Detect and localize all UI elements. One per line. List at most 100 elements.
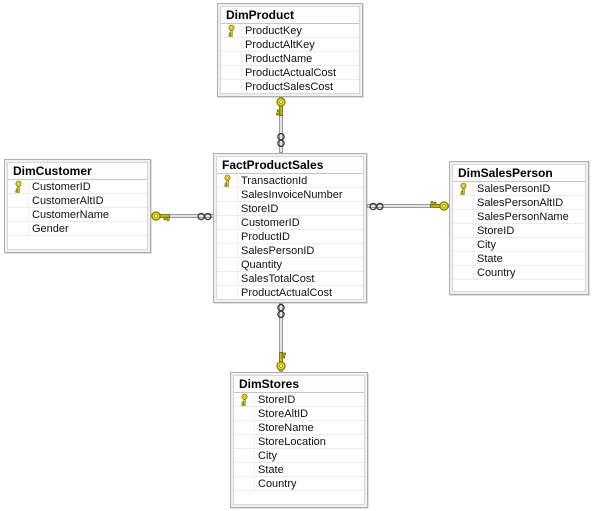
column-name: SalesPersonName: [477, 210, 569, 223]
column-name: Quantity: [241, 258, 282, 271]
column-name: ProductAltKey: [245, 38, 315, 51]
column-row[interactable]: StoreAltID: [234, 407, 364, 421]
key-column-spacer: [453, 238, 474, 251]
column-name: CustomerAltID: [32, 194, 104, 207]
table-factproductsales[interactable]: FactProductSales TransactionId SalesInvo…: [213, 153, 367, 303]
column-name: CustomerID: [241, 216, 300, 229]
column-name: ProductID: [241, 230, 290, 243]
column-name: State: [258, 463, 284, 476]
column-row[interactable]: TransactionId: [217, 174, 363, 188]
column-row[interactable]: StoreID: [217, 202, 363, 216]
column-row[interactable]: ProductName: [221, 52, 359, 66]
key-column-spacer: [217, 286, 238, 299]
table-dimproduct[interactable]: DimProduct ProductKey ProductAltKey Prod…: [217, 3, 363, 97]
column-name: ProductName: [245, 52, 313, 65]
table-title[interactable]: DimStores: [234, 376, 364, 393]
key-column-spacer: [453, 224, 474, 237]
key-column-spacer: [8, 222, 29, 235]
column-row[interactable]: SalesInvoiceNumber: [217, 188, 363, 202]
column-name: City: [258, 449, 277, 462]
column-name: StoreID: [477, 224, 515, 237]
column-row[interactable]: ProductActualCost: [221, 66, 359, 80]
column-row[interactable]: StoreName: [234, 421, 364, 435]
many-side-infinity-icon: [277, 132, 286, 150]
key-column-spacer: [221, 80, 242, 93]
column-row[interactable]: CustomerName: [8, 208, 147, 222]
column-row[interactable]: ProductKey: [221, 24, 359, 38]
column-name: StoreLocation: [258, 435, 326, 448]
column-row[interactable]: CustomerID: [8, 180, 147, 194]
column-name: StoreName: [258, 421, 314, 434]
key-column-spacer: [217, 244, 238, 257]
primary-key-icon: [234, 393, 255, 406]
column-row[interactable]: StoreID: [453, 224, 585, 238]
relationship-dimstores-factproductsales[interactable]: [279, 303, 283, 372]
key-column-spacer: [221, 52, 242, 65]
column-row[interactable]: City: [453, 238, 585, 252]
table-body: DimProduct ProductKey ProductAltKey Prod…: [220, 6, 360, 94]
primary-key-icon: [217, 174, 238, 187]
table-title[interactable]: DimCustomer: [8, 163, 147, 180]
key-column-spacer: [234, 463, 255, 476]
key-column-spacer: [234, 477, 255, 490]
column-name: CustomerName: [32, 208, 110, 221]
column-row[interactable]: Country: [234, 477, 364, 491]
table-title[interactable]: DimProduct: [221, 7, 359, 24]
column-name: Country: [258, 477, 297, 490]
key-column-spacer: [234, 421, 255, 434]
column-name: TransactionId: [241, 174, 308, 187]
column-row[interactable]: SalesPersonName: [453, 210, 585, 224]
column-row[interactable]: SalesPersonID: [217, 244, 363, 258]
column-row[interactable]: ProductActualCost: [217, 286, 363, 299]
column-row[interactable]: StoreLocation: [234, 435, 364, 449]
column-name: ProductActualCost: [245, 66, 337, 79]
table-dimstores[interactable]: DimStores StoreID StoreAltID StoreName S…: [230, 372, 368, 508]
column-row[interactable]: Quantity: [217, 258, 363, 272]
column-name: City: [477, 238, 496, 251]
column-name: StoreID: [241, 202, 279, 215]
column-row[interactable]: ProductAltKey: [221, 38, 359, 52]
many-side-infinity-icon: [196, 212, 214, 221]
table-title[interactable]: FactProductSales: [217, 157, 363, 174]
column-row[interactable]: SalesPersonID: [453, 182, 585, 196]
column-name: Country: [477, 266, 516, 279]
column-name: Gender: [32, 222, 69, 235]
key-column-spacer: [234, 407, 255, 420]
column-name: StoreAltID: [258, 407, 309, 420]
column-row[interactable]: SalesTotalCost: [217, 272, 363, 286]
table-body: FactProductSales TransactionId SalesInvo…: [216, 156, 364, 300]
key-column-spacer: [453, 196, 474, 209]
table-dimsalesperson[interactable]: DimSalesPerson SalesPersonID SalesPerson…: [449, 161, 589, 295]
key-column-spacer: [217, 216, 238, 229]
key-column-spacer: [221, 38, 242, 51]
table-dimcustomer[interactable]: DimCustomer CustomerID CustomerAltID Cus…: [4, 159, 151, 253]
column-row[interactable]: StoreID: [234, 393, 364, 407]
column-row[interactable]: City: [234, 449, 364, 463]
key-column-spacer: [8, 194, 29, 207]
one-side-key-icon: [275, 97, 287, 117]
column-row[interactable]: CustomerID: [217, 216, 363, 230]
key-column-spacer: [453, 210, 474, 223]
column-name: SalesTotalCost: [241, 272, 315, 285]
column-name: SalesPersonID: [477, 182, 551, 195]
one-side-key-icon: [429, 200, 449, 212]
primary-key-icon: [8, 180, 29, 193]
column-row[interactable]: ProductID: [217, 230, 363, 244]
column-row[interactable]: State: [234, 463, 364, 477]
key-column-spacer: [217, 272, 238, 285]
column-row[interactable]: SalesPersonAltID: [453, 196, 585, 210]
column-row[interactable]: ProductSalesCost: [221, 80, 359, 93]
key-column-spacer: [217, 188, 238, 201]
table-title[interactable]: DimSalesPerson: [453, 165, 585, 182]
column-row[interactable]: Gender: [8, 222, 147, 236]
column-name: CustomerID: [32, 180, 91, 193]
column-name: StoreID: [258, 393, 296, 406]
column-row[interactable]: CustomerAltID: [8, 194, 147, 208]
column-row[interactable]: Country: [453, 266, 585, 280]
key-column-spacer: [453, 266, 474, 279]
column-name: SalesInvoiceNumber: [241, 188, 343, 201]
table-body: DimStores StoreID StoreAltID StoreName S…: [233, 375, 365, 505]
key-column-spacer: [234, 435, 255, 448]
column-row[interactable]: State: [453, 252, 585, 266]
